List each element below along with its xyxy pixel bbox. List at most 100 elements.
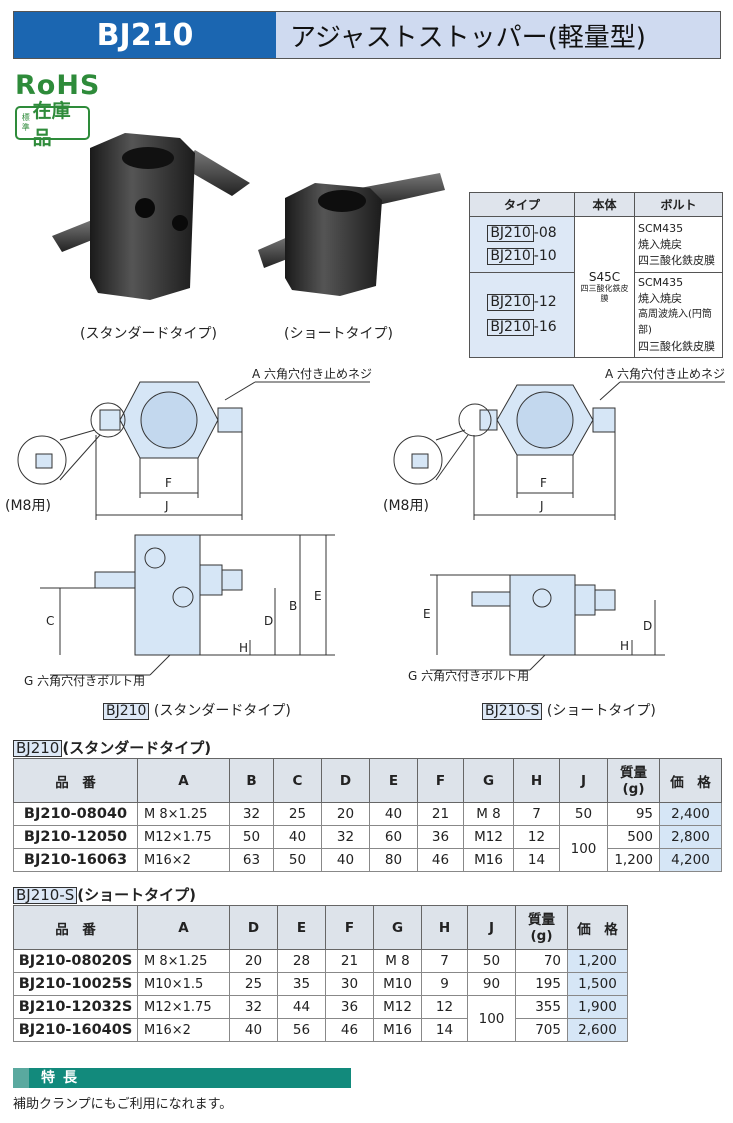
table-cell: 32 (229, 802, 274, 826)
table-cell: 50 (229, 825, 274, 849)
body-material: S45C (588, 270, 621, 284)
col-header: 品 番 (13, 758, 138, 803)
dim-f-standard: F (165, 476, 172, 490)
standard-photo-caption: (スタンダードタイプ) (80, 326, 217, 342)
table-cell: 21 (325, 949, 374, 973)
col-header: J (559, 758, 608, 803)
stock-badge: 標準 在庫品 (15, 100, 90, 149)
table-cell: M12 (373, 995, 422, 1019)
standard-drawing-caption: BJ210 (スタンダードタイプ) (103, 700, 291, 720)
m8-label-short: (M8用) (383, 498, 429, 514)
short-spec-table: 品 番 A D E F G H J 質量 (g) 価 格 BJ210-08020… (13, 905, 628, 1042)
col-header: 質量 (g) (515, 905, 568, 950)
standard-table-title: BJ210(スタンダードタイプ) (13, 737, 211, 758)
table-cell: 7 (421, 949, 468, 973)
bolt-line: SCM435 (638, 276, 684, 289)
table-cell: 60 (369, 825, 418, 849)
col-header: 品 番 (13, 905, 138, 950)
dim-d-short: D (643, 619, 652, 633)
material-header-body: 本体 (574, 192, 635, 217)
table-cell: 95 (607, 802, 660, 826)
table-cell: 14 (513, 848, 560, 872)
a-label-short: A 六角穴付き止めネジ (605, 366, 725, 381)
table-cell: M10 (373, 972, 422, 996)
table-cell: BJ210-16063 (13, 848, 138, 872)
features-heading: 特長 (13, 1068, 351, 1088)
col-header: G (373, 905, 422, 950)
dim-e-standard: E (314, 589, 322, 603)
short-table-title: BJ210-S(ショートタイプ) (13, 884, 196, 905)
col-header: J (467, 905, 516, 950)
short-top-view (393, 381, 725, 520)
table-cell: 50 (467, 949, 516, 973)
table-cell: 2,600 (567, 1018, 628, 1042)
table-cell: 2,400 (659, 802, 722, 826)
table-cell: 7 (513, 802, 560, 826)
table-cell: M12 (463, 825, 514, 849)
col-header: G (463, 758, 514, 803)
material-header-type: タイプ (469, 192, 575, 217)
table-cell: M 8×1.25 (137, 949, 230, 973)
table-cell: 1,200 (567, 949, 628, 973)
bolt-line: 高周波焼入(円筒部) (638, 309, 712, 336)
table-cell: 40 (273, 825, 322, 849)
table-cell: 63 (229, 848, 274, 872)
table-cell: 44 (277, 995, 326, 1019)
table-cell: 12 (421, 995, 468, 1019)
table-cell: 4,200 (659, 848, 722, 872)
type-suffix: -08 (533, 224, 557, 241)
table-cell: 9 (421, 972, 468, 996)
standard-table-model: BJ210 (13, 740, 63, 757)
bolt-line: 四三酸化鉄皮膜 (638, 340, 715, 353)
table-cell: 100 (467, 995, 516, 1042)
table-cell: 28 (277, 949, 326, 973)
rohs-logo: RoHS (15, 70, 101, 101)
table-cell: 40 (369, 802, 418, 826)
material-type-cell: BJ210-12 BJ210-16 (469, 272, 575, 358)
short-table-type: (ショートタイプ) (77, 886, 196, 904)
material-header-bolt: ボルト (634, 192, 723, 217)
a-label-standard: A 六角穴付き止めネジ (252, 366, 372, 381)
short-table-model: BJ210-S (13, 887, 78, 904)
table-cell: 1,500 (567, 972, 628, 996)
col-header: 価 格 (567, 905, 628, 950)
col-header: E (277, 905, 326, 950)
table-cell: 12 (513, 825, 560, 849)
table-cell: 195 (515, 972, 568, 996)
table-cell: BJ210-08040 (13, 802, 138, 826)
type-suffix: -16 (533, 319, 557, 335)
std-type-label: (スタンダードタイプ) (153, 703, 291, 719)
col-header: F (417, 758, 464, 803)
table-cell: M16 (463, 848, 514, 872)
dim-j-short: J (539, 499, 544, 513)
table-cell: BJ210-08020S (13, 949, 138, 973)
table-cell: 25 (273, 802, 322, 826)
col-header: E (369, 758, 418, 803)
type-model: BJ210 (487, 247, 534, 265)
col-header: C (273, 758, 322, 803)
table-cell: 20 (229, 949, 278, 973)
features-text: 補助クランプにもご利用になれます。 (13, 1097, 233, 1112)
product-model: BJ210 (14, 12, 276, 58)
title-bar: BJ210 アジャストストッパー(軽量型) (13, 11, 721, 59)
col-header: D (229, 905, 278, 950)
g-label-standard: G 六角穴付きボルト用 (24, 673, 145, 688)
table-cell: M16×2 (137, 848, 230, 872)
table-cell: 500 (607, 825, 660, 849)
table-cell: 32 (321, 825, 370, 849)
table-cell: 56 (277, 1018, 326, 1042)
short-side-view (430, 574, 665, 671)
table-cell: 21 (417, 802, 464, 826)
table-cell: 100 (559, 825, 608, 872)
standard-side-view (40, 534, 335, 676)
table-cell: M10×1.5 (137, 972, 230, 996)
standard-spec-table: 品 番 A B C D E F G H J 質量 (g) 価 格 BJ210-0… (13, 758, 722, 872)
g-label-short: G 六角穴付きボルト用 (408, 668, 529, 683)
col-header: B (229, 758, 274, 803)
table-cell: M 8 (373, 949, 422, 973)
